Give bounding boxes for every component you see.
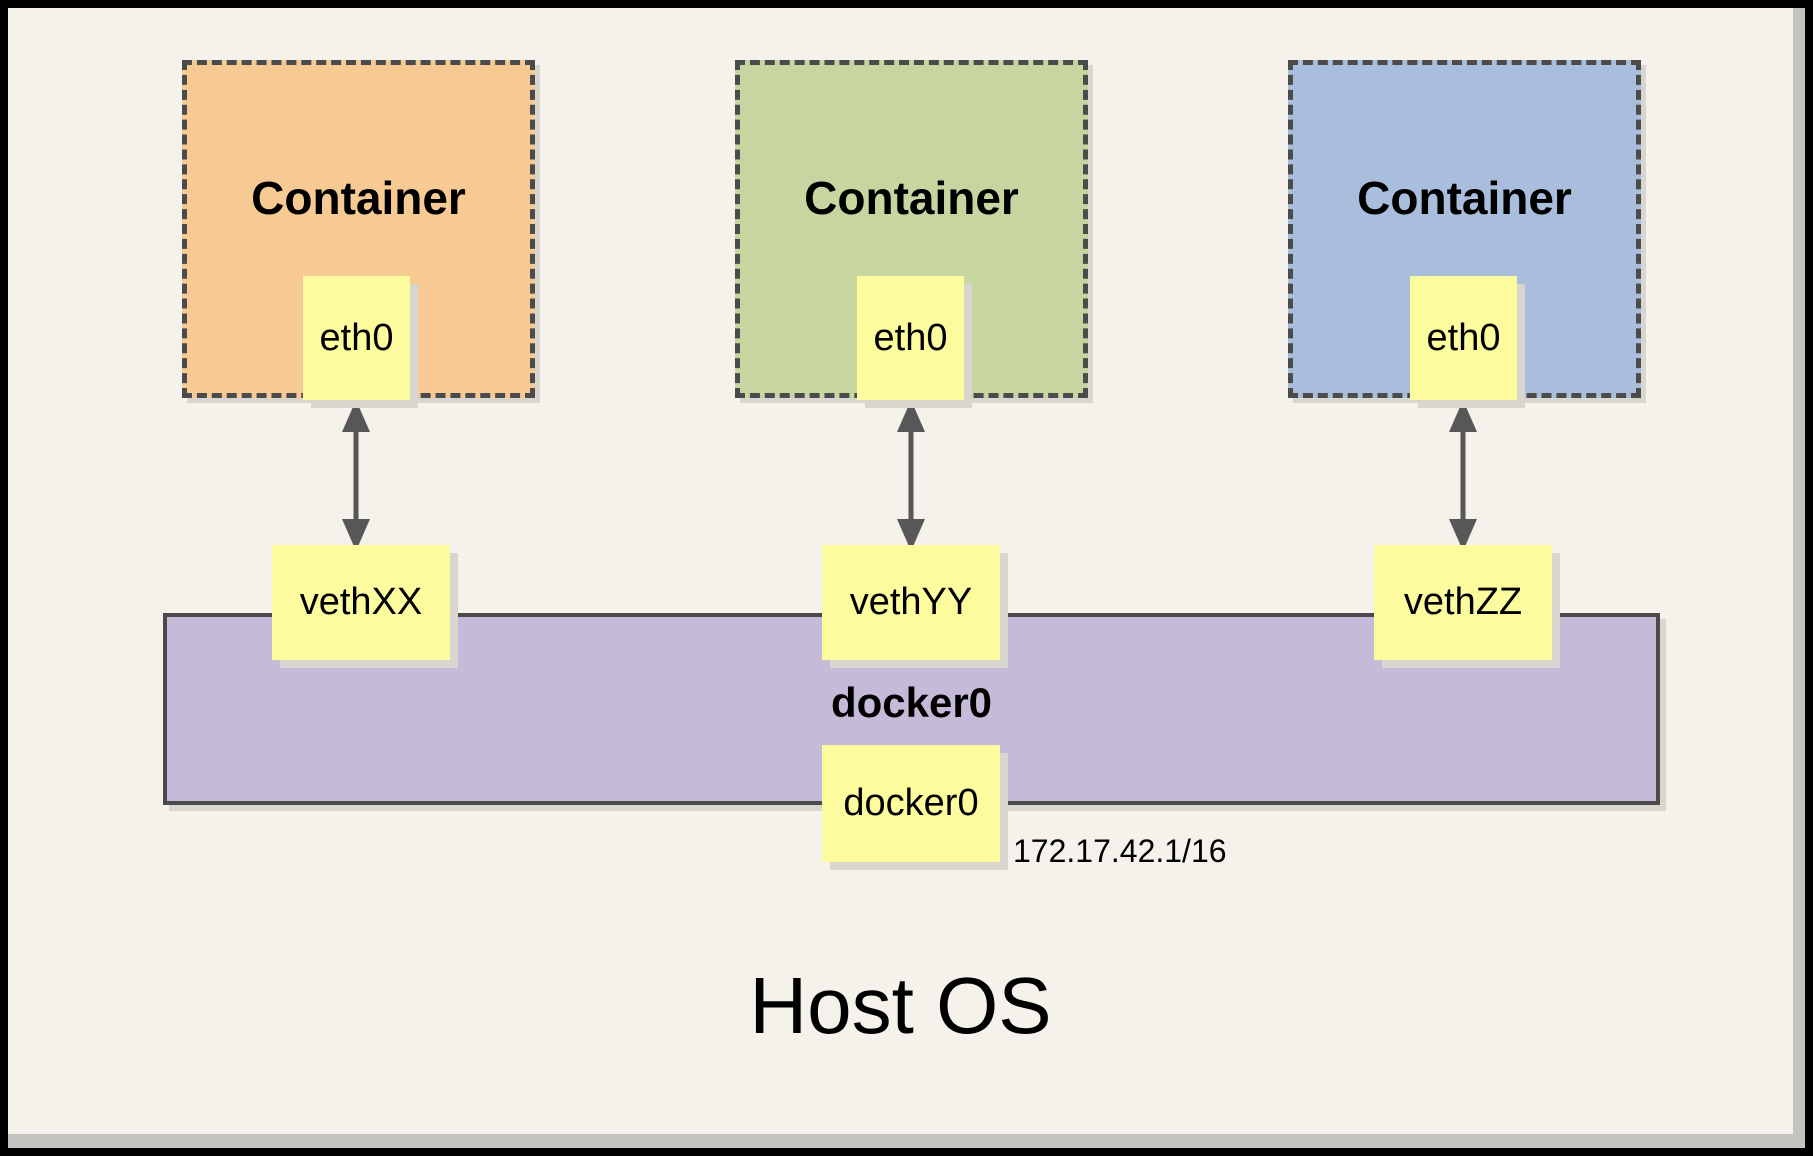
bridge-ip-address: 172.17.42.1/16 <box>1013 833 1227 869</box>
eth0-box-container-2: eth0 <box>857 276 964 400</box>
bidirectional-arrow-icon-3 <box>1449 400 1477 551</box>
vethxx-label: vethXX <box>299 581 423 623</box>
eth0-box-container-1: eth0 <box>303 276 410 400</box>
container-3-label: Container <box>1357 172 1572 224</box>
host-os-label: Host OS <box>749 961 1052 1050</box>
container-1-label: Container <box>251 172 466 224</box>
eth0-label-2: eth0 <box>873 316 948 359</box>
docker0-interface-label: docker0 <box>843 782 979 824</box>
vethyy-box: vethYY <box>822 545 1000 660</box>
eth0-box-container-3: eth0 <box>1410 276 1517 400</box>
eth0-label-1: eth0 <box>319 316 394 359</box>
docker0-interface-box: docker0 <box>822 745 1000 862</box>
vethzz-label: vethZZ <box>1403 581 1523 623</box>
bidirectional-arrow-icon-1 <box>342 400 370 551</box>
eth0-label-3: eth0 <box>1426 316 1501 359</box>
vethyy-label: vethYY <box>849 581 973 623</box>
container-box-1: Container <box>182 60 535 398</box>
container-2-label: Container <box>804 172 1019 224</box>
vethzz-box: vethZZ <box>1374 545 1552 660</box>
vethxx-box: vethXX <box>272 545 450 660</box>
bidirectional-arrow-icon-2 <box>897 400 925 551</box>
host-os-canvas: Container Container Container eth0 eth0 … <box>8 8 1793 1134</box>
docker0-bridge-label: docker0 <box>830 679 993 726</box>
